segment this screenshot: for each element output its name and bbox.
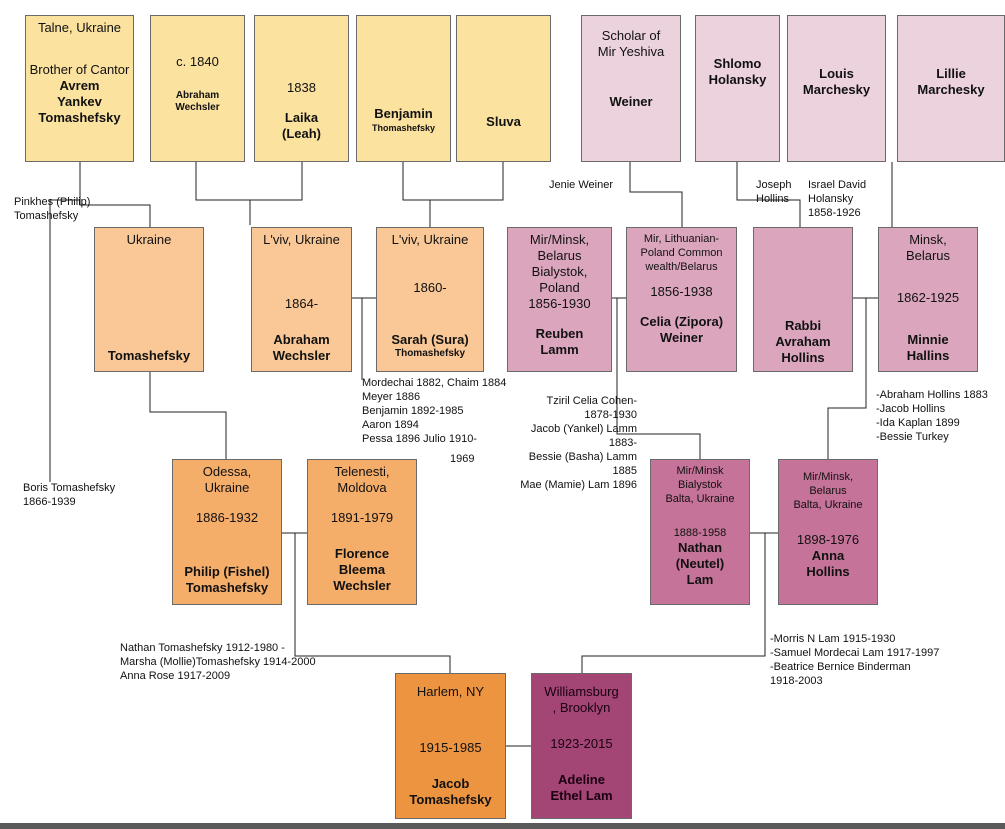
abraham-wechsler-date: 1864- [284, 296, 319, 311]
person-box-anna: Mir/Minsk, Belarus Balta, Ukraine 1898-1… [778, 459, 878, 605]
anna-name: Anna Hollins [806, 548, 850, 579]
philip-date: 1886-1932 [195, 510, 259, 525]
anna-place: Mir/Minsk, Belarus Balta, Ukraine [793, 471, 863, 511]
sarah-date: 1860- [413, 280, 447, 295]
person-box-reuben: Mir/Minsk, Belarus Bialystok, Poland 185… [507, 227, 612, 372]
person-box-sluva: Sluva [456, 15, 551, 162]
abraham-sr-name: Abraham Wechsler [175, 90, 220, 113]
person-box-celia: Mir, Lithuanian- Poland Common wealth/Be… [626, 227, 737, 372]
minnie-place: Minsk, Belarus [905, 232, 951, 263]
jacob-date: 1915-1985 [419, 740, 482, 755]
louis-name: Louis Marchesky [802, 66, 871, 97]
person-box-shlomo: Shlomo Holansky [695, 15, 780, 162]
person-box-laika: 1838 Laika (Leah) [254, 15, 349, 162]
philip-name: Philip (Fishel) Tomashefsky [184, 564, 270, 595]
person-box-weiner: Scholar of Mir Yeshiva Weiner [581, 15, 681, 162]
reuben-date: 1856-1930 [528, 296, 591, 311]
minnie-name: Minnie Hallins [906, 332, 950, 363]
florence-date: 1891-1979 [330, 510, 394, 525]
tomashefsky-gen2-place: Ukraine [126, 232, 172, 247]
jacob-place: Harlem, NY [416, 684, 485, 699]
abraham-sr-date: c. 1840 [176, 54, 219, 69]
person-box-tomashefsky-gen2: Ukraine Tomashefsky [94, 227, 204, 372]
note-sarah-children: Mordechai 1882, Chaim 1884 Meyer 1886 Be… [362, 377, 507, 445]
jacob-name: Jacob Tomashefsky [409, 776, 492, 807]
note-israel: Israel David Holansky 1858-1926 [808, 179, 867, 219]
person-box-jacob: Harlem, NY 1915-1985 Jacob Tomashefsky [395, 673, 506, 819]
bottom-border [0, 823, 1005, 829]
benjamin-surname: Thomashefsky [371, 123, 436, 133]
benjamin-name: Benjamin [374, 106, 433, 121]
person-box-avrem: Talne, Ukraine Brother of Cantor Avrem Y… [25, 15, 134, 162]
tomashefsky-gen2-name: Tomashefsky [107, 348, 191, 363]
person-box-nathan: Mir/Minsk Bialystok Balta, Ukraine 1888-… [650, 459, 750, 605]
note-jacob-siblings: Nathan Tomashefsky 1912-1980 - Marsha (M… [120, 642, 316, 682]
philip-place: Odessa, Ukraine [202, 464, 252, 495]
person-box-florence: Telenesti, Moldova 1891-1979 Florence Bl… [307, 459, 417, 605]
shlomo-name: Shlomo Holansky [708, 56, 767, 87]
person-box-sarah: L'viv, Ukraine 1860- Sarah (Sura) Thomas… [376, 227, 484, 372]
laika-date: 1838 [287, 80, 316, 95]
adeline-place: Williamsburg , Brooklyn [544, 684, 619, 715]
person-box-abraham-sr: c. 1840 Abraham Wechsler [150, 15, 245, 162]
reuben-name: Reuben Lamm [535, 326, 584, 357]
person-box-minnie: Minsk, Belarus 1862-1925 Minnie Hallins [878, 227, 978, 372]
person-box-rabbi-avraham: Rabbi Avraham Hollins [753, 227, 853, 372]
reuben-place: Mir/Minsk, Belarus Bialystok, Poland [529, 232, 590, 295]
note-joseph: Joseph Hollins [756, 179, 792, 205]
note-sarah-children-end: 1969 [450, 453, 475, 465]
avrem-place: Talne, Ukraine [37, 20, 122, 35]
rabbi-avraham-name: Rabbi Avraham Hollins [775, 318, 831, 365]
laika-name: Laika (Leah) [282, 110, 321, 141]
person-box-lillie: Lillie Marchesky [897, 15, 1005, 162]
person-box-benjamin: Benjamin Thomashefsky [356, 15, 451, 162]
person-box-adeline: Williamsburg , Brooklyn 1923-2015 Adelin… [531, 673, 632, 819]
sarah-surname: Thomashefsky [394, 348, 466, 359]
celia-name: Celia (Zipora) Weiner [639, 314, 724, 345]
person-box-abraham-wechsler: L'viv, Ukraine 1864- Abraham Wechsler [251, 227, 352, 372]
adeline-date: 1923-2015 [550, 736, 613, 751]
note-pinkhes: Pinkhes (Philip) Tomashefsky [14, 196, 91, 222]
note-boris: Boris Tomashefsky 1866-1939 [23, 482, 116, 508]
weiner-name: Weiner [609, 94, 653, 109]
avrem-info: Brother of Cantor [29, 62, 130, 77]
nathan-date: 1888-1958 [673, 527, 727, 539]
abraham-wechsler-place: L'viv, Ukraine [263, 232, 340, 247]
abraham-wechsler-name: Abraham Wechsler [272, 332, 331, 363]
adeline-name: Adeline Ethel Lam [550, 772, 613, 803]
note-lamm-children: Tziril Celia Cohen- 1878-1930 Jacob (Yan… [520, 395, 637, 491]
minnie-date: 1862-1925 [896, 290, 960, 305]
lillie-name: Lillie Marchesky [917, 66, 985, 97]
note-adeline-siblings: -Morris N Lam 1915-1930 -Samuel Mordecai… [770, 633, 940, 687]
person-box-philip: Odessa, Ukraine 1886-1932 Philip (Fishel… [172, 459, 282, 605]
sluva-name: Sluva [486, 114, 521, 129]
person-box-louis: Louis Marchesky [787, 15, 886, 162]
note-hollins-children: -Abraham Hollins 1883 -Jacob Hollins -Id… [876, 389, 988, 443]
sarah-place: L'viv, Ukraine [391, 232, 469, 247]
avrem-name: Avrem Yankev Tomashefsky [38, 78, 121, 125]
nathan-name: Nathan (Neutel) Lam [675, 540, 725, 587]
sarah-name: Sarah (Sura) [391, 332, 469, 347]
celia-date: 1856-1938 [650, 284, 713, 299]
weiner-info: Scholar of Mir Yeshiva [597, 28, 665, 59]
florence-place: Telenesti, Moldova [334, 464, 390, 495]
nathan-place: Mir/Minsk Bialystok Balta, Ukraine [665, 465, 735, 505]
note-jenie: Jenie Weiner [549, 179, 613, 191]
celia-place: Mir, Lithuanian- Poland Common wealth/Be… [640, 233, 723, 273]
florence-name: Florence Bleema Wechsler [333, 546, 391, 593]
anna-date: 1898-1976 [796, 532, 860, 547]
